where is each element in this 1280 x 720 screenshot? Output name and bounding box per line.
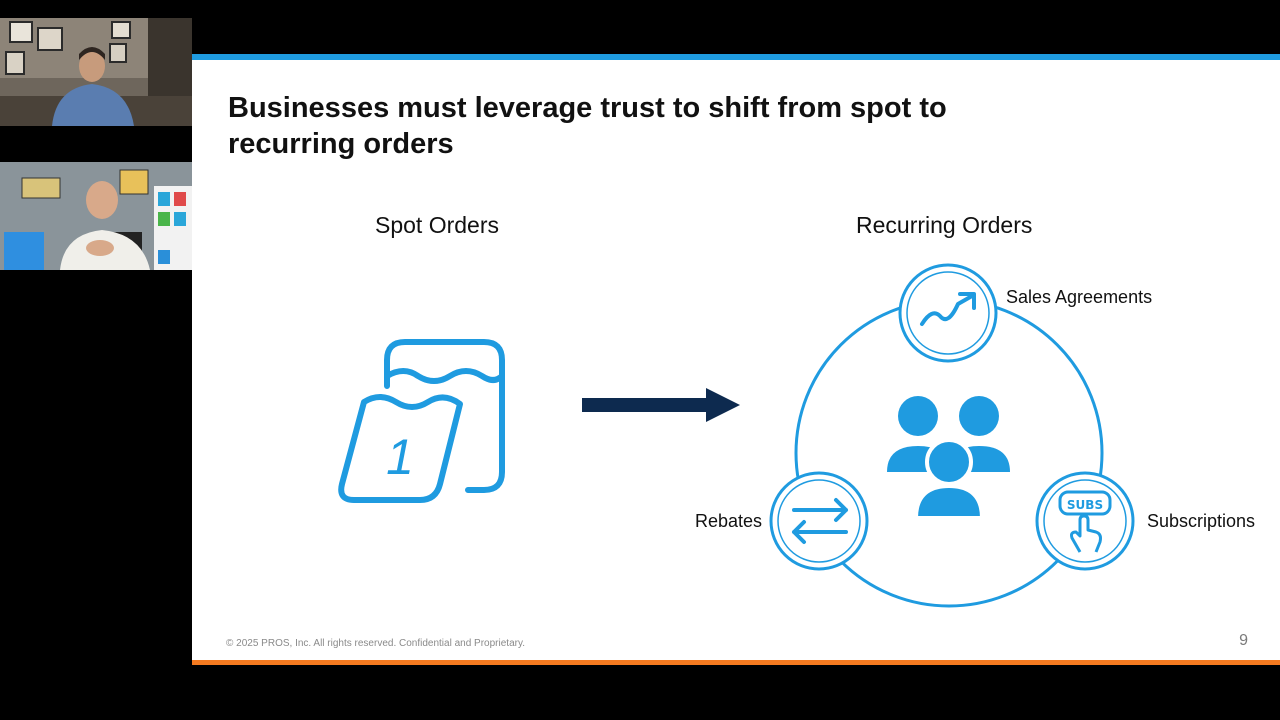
users-group-icon <box>887 396 1010 520</box>
calendar-icon <box>338 339 505 503</box>
slide-title: Businesses must leverage trust to shift … <box>228 92 947 160</box>
participant-1-image <box>0 18 192 126</box>
slide-diagram: 1 <box>338 263 1135 608</box>
subscriptions-label: Subscriptions <box>1147 511 1256 531</box>
rebates-node <box>769 471 869 571</box>
spot-orders-heading: Spot Orders <box>375 212 499 238</box>
slide-page-number: 9 <box>1239 632 1248 649</box>
calendar-day-number: 1 <box>386 429 414 485</box>
sales-agreements-node <box>898 263 998 363</box>
subscriptions-node <box>1035 471 1135 571</box>
sales-agreements-label: Sales Agreements <box>1006 287 1153 307</box>
presentation-slide: Businesses must leverage trust to shift … <box>192 54 1280 665</box>
arrow-right-icon <box>582 388 740 422</box>
participant-video-1[interactable] <box>0 18 192 126</box>
slide-bottom-accent-bar <box>192 660 1280 665</box>
rebates-label: Rebates <box>695 511 763 531</box>
participant-2-image <box>0 162 192 270</box>
slide-footer-copyright: © 2025 PROS, Inc. All rights reserved. C… <box>226 638 525 649</box>
recurring-orders-heading: Recurring Orders <box>856 212 1033 238</box>
participant-video-2[interactable] <box>0 162 192 270</box>
subscription-tap-icon <box>1058 490 1112 553</box>
subs-badge-text: SUBS <box>1067 498 1103 512</box>
swap-arrows-icon <box>792 498 848 544</box>
trend-up-icon <box>920 292 976 326</box>
slide-top-accent-bar <box>192 54 1280 60</box>
